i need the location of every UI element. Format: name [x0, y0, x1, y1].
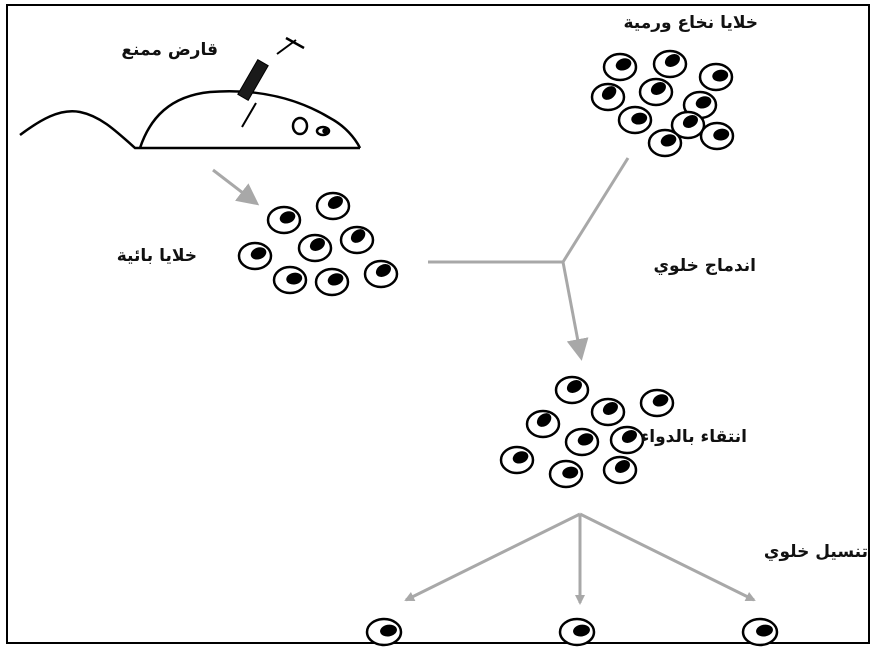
nucleus	[573, 624, 590, 637]
cell	[638, 77, 674, 107]
nucleus	[566, 380, 582, 393]
nucleus	[756, 624, 773, 637]
cell	[647, 128, 683, 158]
nucleus	[350, 229, 366, 243]
cell	[266, 205, 302, 235]
cell	[590, 82, 626, 112]
nucleus	[664, 54, 680, 67]
cell	[609, 425, 645, 455]
cloned-cells	[365, 617, 779, 647]
arrow-fusion	[561, 261, 589, 361]
nucleus	[562, 466, 579, 479]
nucleus	[631, 112, 648, 125]
nucleus	[682, 115, 698, 128]
label-cell-cloning: تنسيل خلوي	[763, 542, 868, 562]
nucleus	[286, 272, 303, 285]
label-immunized-rodent: قارض ممنع	[121, 40, 218, 60]
cell	[617, 105, 653, 135]
nucleus	[615, 58, 632, 71]
cell	[699, 121, 735, 151]
nucleus	[380, 624, 397, 637]
arrow-clone-left	[404, 512, 581, 602]
label-myeloma-cells: خلايا نخاع ورمية	[623, 13, 758, 33]
arrow-mouse-to-b-cells	[212, 168, 260, 206]
nucleus	[279, 211, 296, 224]
syringe-icon	[237, 36, 305, 128]
line-myeloma-to-junction	[561, 157, 630, 263]
cell	[499, 445, 535, 475]
cell	[590, 397, 626, 427]
cell	[670, 110, 706, 140]
cell	[554, 375, 590, 405]
mouse-illustration	[19, 90, 362, 150]
nucleus	[652, 394, 669, 407]
cell	[564, 427, 600, 457]
label-drug-selection: انتقاء بالدواء	[640, 427, 747, 447]
b-cell-cluster	[237, 191, 399, 297]
nucleus	[577, 433, 594, 446]
cell	[602, 455, 638, 485]
myeloma-cell-cluster	[590, 49, 735, 158]
cell	[272, 265, 308, 295]
cell	[741, 617, 779, 647]
cell	[698, 62, 734, 92]
nucleus	[713, 128, 730, 141]
nucleus	[712, 69, 729, 82]
nucleus	[512, 451, 529, 464]
cell	[365, 617, 403, 647]
cell	[652, 49, 688, 79]
nucleus	[327, 273, 344, 286]
nucleus	[250, 247, 267, 260]
cell	[315, 191, 351, 221]
nucleus	[602, 402, 618, 415]
nucleus	[375, 264, 391, 277]
cell	[602, 52, 638, 82]
cell	[314, 267, 350, 297]
cell	[548, 459, 584, 489]
cell	[339, 225, 375, 255]
cell	[639, 388, 675, 418]
flow-arrows	[212, 157, 756, 605]
label-b-cells: خلايا بائية	[116, 246, 197, 266]
cell	[558, 617, 596, 647]
nucleus	[601, 86, 617, 100]
nucleus	[327, 196, 343, 209]
nucleus	[536, 413, 552, 427]
nucleus	[309, 238, 325, 251]
arrow-clone-right	[579, 512, 756, 602]
cell	[237, 241, 273, 271]
nucleus	[660, 134, 677, 147]
cell	[363, 259, 399, 289]
cell	[525, 409, 561, 439]
label-cell-fusion: اندماج خلوي	[653, 256, 756, 276]
nucleus	[650, 82, 666, 95]
nucleus	[614, 460, 630, 473]
cell	[297, 233, 333, 263]
nucleus	[695, 96, 712, 109]
nucleus	[621, 430, 637, 443]
diagram-frame	[6, 4, 870, 644]
selected-hybridoma-cluster	[499, 375, 675, 489]
